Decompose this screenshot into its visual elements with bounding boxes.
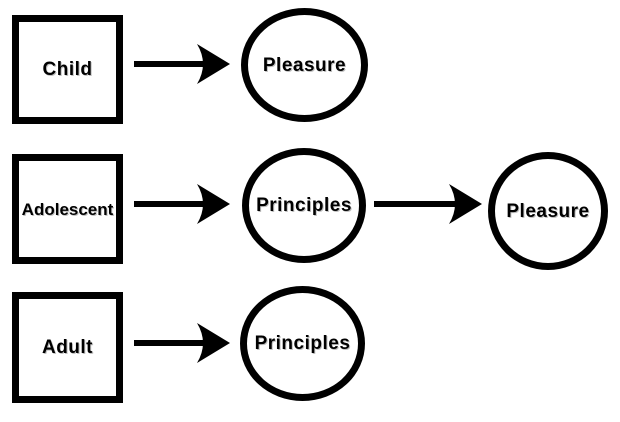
node-adolescent-square: Adolescent bbox=[12, 154, 123, 264]
arrow-adult-to-principles-icon bbox=[134, 323, 230, 363]
node-adolescent-label: Adolescent bbox=[21, 199, 114, 219]
arrow-principles-to-pleasure-icon bbox=[374, 184, 482, 224]
node-principles-row3-circle: Principles bbox=[240, 286, 365, 401]
node-adult-label: Adult bbox=[41, 337, 94, 358]
node-child-label: Child bbox=[42, 59, 93, 80]
node-pleasure-row1-circle: Pleasure bbox=[241, 8, 368, 122]
node-pleasure-row2-circle: Pleasure bbox=[488, 152, 608, 270]
node-adult-square: Adult bbox=[12, 292, 123, 403]
node-principles-row2-circle: Principles bbox=[242, 148, 366, 263]
arrow-child-to-pleasure-icon bbox=[134, 44, 230, 84]
node-pleasure-row1-label: Pleasure bbox=[262, 54, 347, 76]
node-principles-row2-label: Principles bbox=[256, 195, 352, 216]
node-pleasure-row2-label: Pleasure bbox=[506, 200, 590, 222]
arrow-adolescent-to-principles-icon bbox=[134, 184, 230, 224]
node-principles-row3-label: Principles bbox=[254, 333, 351, 354]
node-child-square: Child bbox=[12, 15, 123, 124]
